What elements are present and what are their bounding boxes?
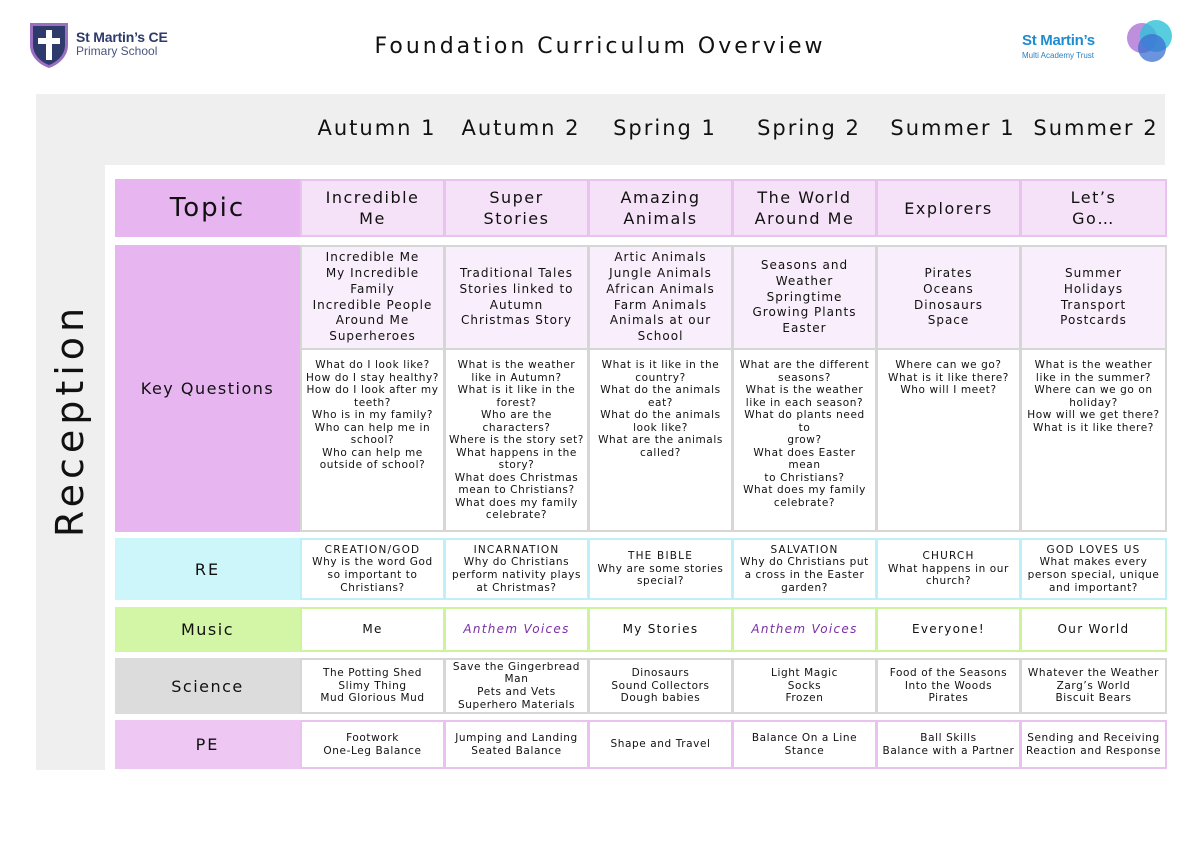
school-logo: St Martin’s CE Primary School [28, 18, 188, 70]
trust-logo: St Martin’s Multi Academy Trust [1018, 18, 1178, 66]
term-autumn-1: Autumn 1 [317, 116, 437, 140]
topic-cell-summer-1: Explorers [878, 181, 1019, 235]
year-group-band [36, 94, 105, 770]
term-summer-1: Summer 1 [890, 116, 1016, 140]
trust-subtitle: Multi Academy Trust [1022, 51, 1095, 60]
music-cell-spring-2: Anthem Voices [734, 609, 875, 650]
music-cell-autumn-1: Me [302, 609, 443, 650]
term-spring-1: Spring 1 [613, 116, 717, 140]
page-title: Foundation Curriculum Overview [374, 34, 826, 59]
music-label: Music [115, 607, 300, 652]
key-questions-label: Key Questions [115, 245, 300, 532]
questions-cell-autumn-1: What do I look like?How do I stay health… [302, 350, 443, 530]
questions-cell-summer-1: Where can we go?What is it like there?Wh… [878, 350, 1019, 530]
term-header-band [36, 94, 1165, 165]
topic-label: Topic [115, 179, 300, 237]
pe-cell-spring-1: Shape and Travel [590, 722, 731, 767]
trust-name: St Martin’s [1022, 32, 1095, 49]
term-summer-2: Summer 2 [1033, 116, 1159, 140]
re-label: RE [115, 538, 300, 600]
music-cell-summer-2: Our World [1022, 609, 1165, 650]
school-type: Primary School [76, 44, 158, 58]
music-cell-summer-1: Everyone! [878, 609, 1019, 650]
music-row: Music Me Anthem Voices My Stories Anthem… [115, 607, 1167, 652]
music-cell-autumn-2: Anthem Voices [446, 609, 587, 650]
term-autumn-2: Autumn 2 [461, 116, 581, 140]
music-cell-spring-1: My Stories [590, 609, 731, 650]
overlapping-circles-icon [1127, 20, 1172, 62]
pe-label: PE [115, 720, 300, 769]
year-group-label: Reception [48, 302, 93, 538]
term-spring-2: Spring 2 [757, 116, 861, 140]
school-name: St Martin’s CE [76, 29, 168, 45]
shield-cross-icon [30, 23, 68, 68]
science-label: Science [115, 658, 300, 714]
